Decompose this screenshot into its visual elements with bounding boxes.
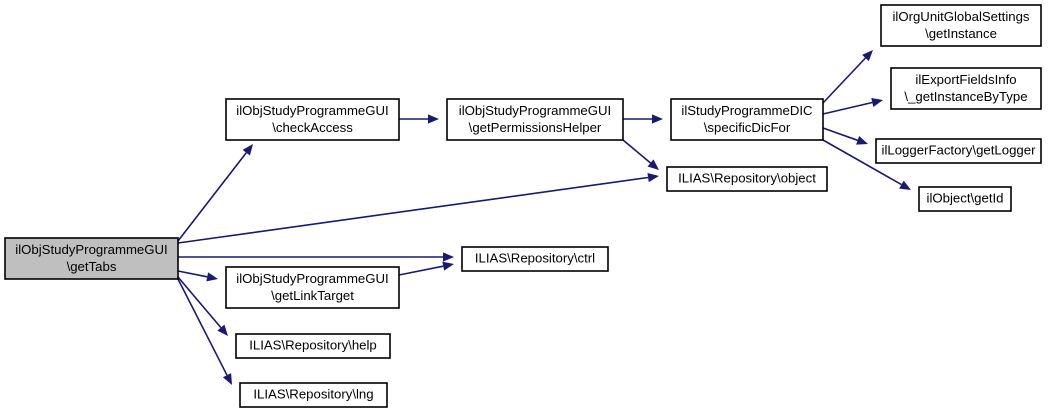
- node-label-line1: ilObject\getId: [927, 190, 1004, 205]
- node-label-line1: ilObjStudyProgrammeGUI: [236, 271, 388, 286]
- node-label-line2: \checkAccess: [272, 120, 353, 135]
- node-box[interactable]: [890, 67, 1042, 110]
- node-label-line1: ilObjStudyProgrammeGUI: [15, 242, 167, 257]
- edge-getTabs-to-repoObject: [177, 172, 659, 244]
- node-label-line2: \specificDicFor: [704, 120, 791, 135]
- node-box[interactable]: [875, 138, 1042, 164]
- edge-getTabs-to-checkAccess: [177, 144, 253, 242]
- edge-line: [822, 139, 902, 186]
- graph-node-loggerFactory[interactable]: ilLoggerFactory\getLogger: [875, 138, 1042, 164]
- edge-line: [622, 139, 652, 164]
- edge-line: [822, 57, 867, 104]
- arrowhead-icon: [871, 98, 883, 107]
- graph-node-specificDicFor[interactable]: ilStudyProgrammeDIC \specificDicFor: [670, 98, 824, 141]
- graph-node-repoLng[interactable]: ILIAS\Repository\lng: [239, 382, 388, 408]
- arrowhead-icon: [242, 144, 253, 156]
- arrowhead-icon: [217, 324, 228, 336]
- edge-getTabs-to-getLinkTarget: [177, 270, 218, 282]
- node-label-line2: \_getInstanceByType: [904, 89, 1027, 104]
- graph-node-getTabs[interactable]: ilObjStudyProgrammeGUI \getTabs: [4, 237, 179, 280]
- graph-node-repoHelp[interactable]: ILIAS\Repository\help: [235, 333, 391, 359]
- graph-node-getLinkTarget[interactable]: ilObjStudyProgrammeGUI \getLinkTarget: [225, 266, 400, 309]
- arrowhead-icon: [856, 135, 868, 145]
- edge-getPermissionsHelper-to-repoObject: [622, 139, 659, 170]
- node-box[interactable]: [461, 246, 609, 272]
- node-box[interactable]: [4, 237, 179, 280]
- graph-node-orgUnitGlobalSettings[interactable]: ilOrgUnitGlobalSettings \getInstance: [880, 4, 1042, 47]
- node-label-line2: \getInstance: [925, 26, 997, 41]
- arrowhead-icon: [443, 252, 454, 262]
- node-box[interactable]: [446, 98, 624, 141]
- node-label-line1: ilStudyProgrammeDIC: [681, 103, 813, 118]
- arrowhead-icon: [222, 373, 232, 385]
- edge-getTabs-to-repoCtrl: [178, 252, 454, 262]
- edge-line: [177, 270, 208, 278]
- graph-node-getPermissionsHelper[interactable]: ilObjStudyProgrammeGUI \getPermissionsHel…: [446, 98, 624, 141]
- graph-node-repoObject[interactable]: ILIAS\Repository\object: [666, 166, 828, 192]
- graph-node-repoCtrl[interactable]: ILIAS\Repository\ctrl: [461, 246, 609, 272]
- node-label-line1: ILIAS\Repository\lng: [253, 386, 373, 401]
- edge-line: [177, 276, 222, 329]
- node-label-line1: ILIAS\Repository\ctrl: [475, 250, 595, 265]
- arrowhead-icon: [652, 114, 663, 124]
- node-box[interactable]: [225, 98, 400, 141]
- edge-specificDicFor-to-orgUnitGlobalSettings: [822, 50, 873, 104]
- edge-checkAccess-to-getPermissionsHelper: [399, 114, 439, 124]
- edge-line: [398, 265, 444, 276]
- node-label-line1: ilOrgUnitGlobalSettings: [892, 9, 1029, 24]
- nodes-layer: ilObjStudyProgrammeGUI\getTabsilObjStudy…: [4, 4, 1042, 408]
- arrowhead-icon: [428, 114, 439, 124]
- node-box[interactable]: [239, 382, 388, 408]
- arrowhead-icon: [899, 180, 911, 190]
- node-box[interactable]: [670, 98, 824, 141]
- arrowhead-icon: [647, 172, 659, 183]
- node-box[interactable]: [235, 333, 391, 359]
- node-box[interactable]: [225, 266, 400, 309]
- node-label-line2: \getPermissionsHelper: [469, 120, 602, 135]
- node-label-line2: \getLinkTarget: [271, 288, 354, 303]
- graph-node-checkAccess[interactable]: ilObjStudyProgrammeGUI \checkAccess: [225, 98, 400, 141]
- edge-line: [822, 127, 858, 142]
- node-label-line1: ilLoggerFactory\getLogger: [882, 142, 1037, 157]
- node-label-line1: ILIAS\Repository\object: [678, 170, 816, 185]
- edge-line: [822, 101, 873, 115]
- graph-node-exportFieldsInfo[interactable]: ilExportFieldsInfo \_getInstanceByType: [890, 67, 1042, 110]
- edges-layer: [177, 50, 911, 385]
- node-label-line1: ILIAS\Repository\help: [249, 337, 377, 352]
- node-label-line1: ilExportFieldsInfo: [915, 72, 1016, 87]
- edge-specificDicFor-to-ilObjectGetId: [822, 139, 911, 190]
- edge-line: [177, 278, 228, 376]
- edge-specificDicFor-to-exportFieldsInfo: [822, 98, 883, 115]
- node-label-line2: \getTabs: [67, 259, 117, 274]
- arrowhead-icon: [442, 261, 454, 271]
- node-label-line1: ilObjStudyProgrammeGUI: [236, 103, 388, 118]
- edge-specificDicFor-to-loggerFactory: [822, 127, 868, 145]
- node-label-line1: ilObjStudyProgrammeGUI: [459, 103, 611, 118]
- edge-line: [177, 152, 247, 242]
- edge-getTabs-to-repoHelp: [177, 276, 228, 336]
- arrowhead-icon: [862, 50, 873, 62]
- edge-getTabs-to-repoLng: [177, 278, 232, 385]
- arrowhead-icon: [647, 159, 659, 170]
- edge-line: [177, 176, 649, 244]
- edge-getLinkTarget-to-repoCtrl: [398, 261, 454, 276]
- graph-node-ilObjectGetId[interactable]: ilObject\getId: [918, 186, 1012, 212]
- node-box[interactable]: [880, 4, 1042, 47]
- arrowhead-icon: [206, 272, 218, 282]
- node-box[interactable]: [918, 186, 1012, 212]
- node-box[interactable]: [666, 166, 828, 192]
- edge-getPermissionsHelper-to-specificDicFor: [623, 114, 663, 124]
